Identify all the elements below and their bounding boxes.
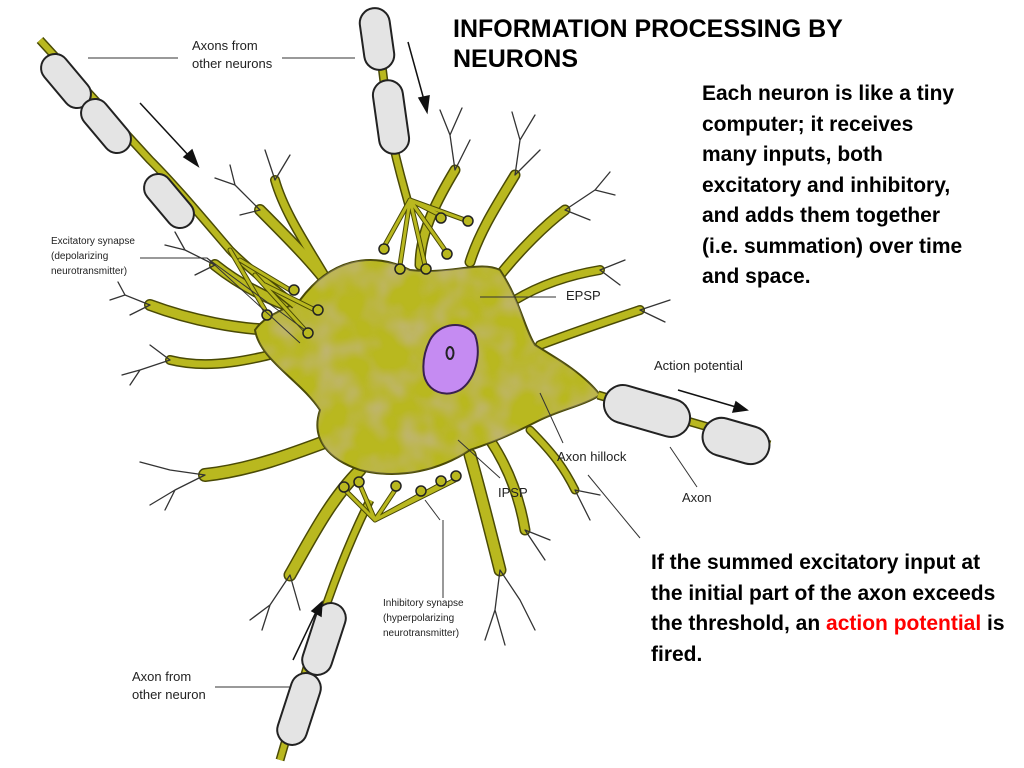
label-excitatory-synapse: Excitatory synapse (depolarizing neurotr… bbox=[51, 234, 135, 279]
label-axon-from-line-1: Axon from bbox=[132, 669, 192, 684]
label-axons-from-other-neurons: Axons from other neurons bbox=[192, 37, 272, 73]
summary-text-end: is fired. bbox=[651, 612, 1005, 666]
label-axons-line-1: Axons from bbox=[192, 38, 258, 53]
arrowhead-input-3 bbox=[310, 600, 323, 618]
axon-bottom bbox=[275, 470, 462, 762]
axon-top bbox=[358, 7, 474, 275]
signal-arrows bbox=[139, 41, 749, 661]
label-inhibitory-line-2: (hyperpolarizing bbox=[383, 613, 455, 624]
arrowhead-action-potential bbox=[731, 400, 749, 413]
arrowhead-input-2 bbox=[417, 95, 430, 115]
label-axon-from-line-2: other neuron bbox=[132, 687, 206, 702]
label-axon-hillock: Axon hillock bbox=[557, 449, 627, 464]
leader-lines bbox=[88, 57, 698, 688]
description-text: Each neuron is like a tiny computer; it … bbox=[702, 82, 963, 288]
arrow-input-2 bbox=[407, 41, 425, 101]
label-action-potential: Action potential bbox=[654, 358, 743, 373]
label-excitatory-line-1: Excitatory synapse bbox=[51, 236, 135, 247]
nucleolus bbox=[445, 346, 455, 360]
arrow-input-3 bbox=[292, 611, 317, 661]
summary-text: If the summed excitatory input at the in… bbox=[651, 548, 1011, 670]
label-excitatory-line-3: neurotransmitter) bbox=[51, 266, 128, 277]
slide-title: INFORMATION PROCESSING BY NEURONS bbox=[453, 15, 843, 73]
label-inhibitory-line-1: Inhibitory synapse bbox=[383, 598, 464, 609]
arrow-input-1 bbox=[139, 102, 191, 158]
arrowhead-input-1 bbox=[182, 148, 200, 168]
label-axon: Axon bbox=[682, 490, 712, 505]
label-ipsp: IPSP bbox=[498, 485, 528, 500]
axon-top-left bbox=[36, 36, 324, 339]
summary-text-start: If the summed excitatory input at the in… bbox=[651, 551, 996, 635]
summary-highlight: action potential bbox=[826, 612, 982, 635]
label-epsp: EPSP bbox=[566, 288, 601, 303]
label-inhibitory-line-3: neurotransmitter) bbox=[383, 628, 460, 639]
label-axon-from-other-neuron: Axon from other neuron bbox=[132, 668, 206, 704]
label-excitatory-line-2: (depolarizing bbox=[51, 251, 109, 262]
arrow-action-potential bbox=[677, 389, 737, 408]
output-axon bbox=[596, 384, 772, 466]
label-axons-line-2: other neurons bbox=[192, 56, 273, 71]
label-inhibitory-synapse: Inhibitory synapse (hyperpolarizing neur… bbox=[383, 596, 464, 641]
